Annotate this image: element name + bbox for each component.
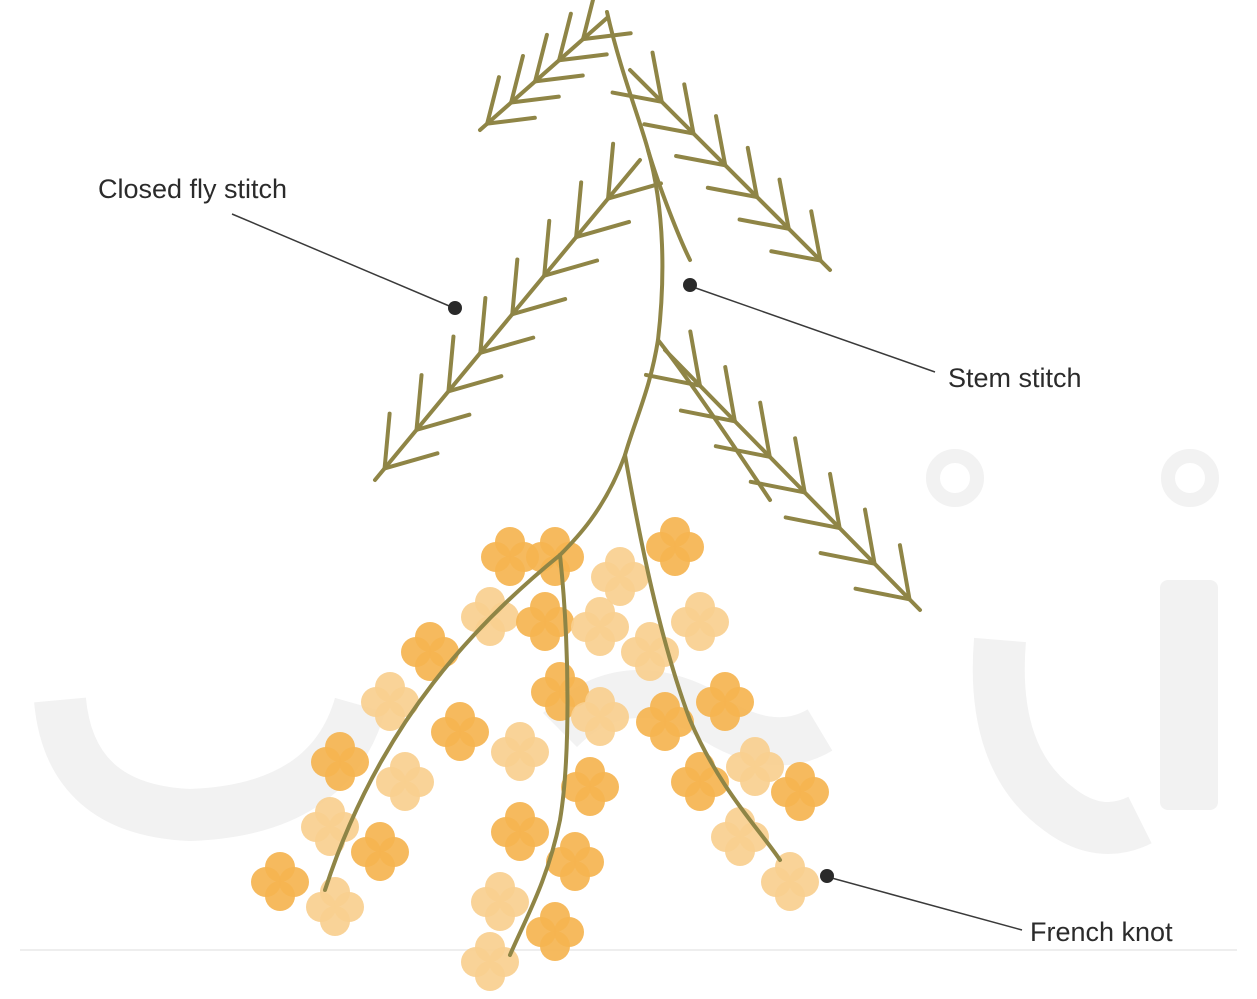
- stem-stitch-label: Stem stitch: [948, 363, 1082, 393]
- french-knot-cluster: [491, 802, 549, 861]
- french-knot-cluster: [671, 752, 729, 811]
- stem-stitch-dot: [683, 278, 697, 292]
- french-knot: [775, 881, 805, 911]
- french-knot-cluster: [561, 757, 619, 816]
- stem-stitch-line: [658, 340, 770, 500]
- french-knot: [390, 781, 420, 811]
- french-knot: [560, 861, 590, 891]
- french-knot: [575, 786, 605, 816]
- closed-fly-stitch-branch: [375, 144, 661, 480]
- french-knot-cluster: [376, 752, 434, 811]
- branch-spine: [665, 350, 920, 610]
- french-knot-callout: French knot: [820, 869, 1173, 947]
- french-knot-cluster: [351, 822, 409, 881]
- french-knot: [585, 626, 615, 656]
- french-knot: [585, 716, 615, 746]
- french-knot-cluster: [526, 902, 584, 961]
- french-knot-cluster: [671, 592, 729, 651]
- french-knot-leader: [828, 877, 1022, 930]
- french-knot: [740, 766, 770, 796]
- french-knot-cluster: [761, 852, 819, 911]
- branch-spine: [375, 160, 640, 480]
- french-knot: [635, 651, 665, 681]
- french-knot: [785, 791, 815, 821]
- french-knot: [660, 546, 690, 576]
- french-knot: [685, 621, 715, 651]
- french-knot: [265, 881, 295, 911]
- french-knot: [505, 831, 535, 861]
- branch-spine: [480, 18, 607, 130]
- french-knot: [540, 931, 570, 961]
- french-knot-label: French knot: [1030, 917, 1173, 947]
- french-knot-cluster: [431, 702, 489, 761]
- french-knot-cluster: [251, 852, 309, 911]
- french-knot-cluster: [306, 877, 364, 936]
- french-knot-cluster: [646, 517, 704, 576]
- french-knot: [725, 836, 755, 866]
- french-knot: [475, 961, 505, 991]
- closed-fly-stitch-branch: [480, 0, 631, 130]
- closed-fly-stitch-callout: Closed fly stitch: [98, 174, 462, 315]
- stem-stitch-line: [648, 150, 690, 260]
- french-knot: [710, 701, 740, 731]
- stem-stitch-leader: [690, 286, 935, 372]
- closed-fly-stitch-branch: [613, 53, 830, 270]
- french-knot: [685, 781, 715, 811]
- french-knot-clusters: [251, 517, 829, 991]
- french-knot-cluster: [471, 872, 529, 931]
- french-knot: [445, 731, 475, 761]
- french-knot: [495, 556, 525, 586]
- french-knot: [505, 751, 535, 781]
- french-knot: [545, 691, 575, 721]
- french-knot-dot: [820, 869, 834, 883]
- french-knot-cluster: [401, 622, 459, 681]
- french-knot: [530, 621, 560, 651]
- closed-fly-stitch-label: Closed fly stitch: [98, 174, 287, 204]
- stem-stitch-callout: Stem stitch: [683, 278, 1082, 393]
- french-knot: [320, 906, 350, 936]
- french-knot-cluster: [461, 932, 519, 991]
- french-knot: [325, 761, 355, 791]
- french-knot-cluster: [491, 722, 549, 781]
- french-knot: [365, 851, 395, 881]
- french-knot: [485, 901, 515, 931]
- french-knot: [650, 721, 680, 751]
- closed-fly-stitch-leader: [232, 214, 454, 308]
- closed-fly-stitch-dot: [448, 301, 462, 315]
